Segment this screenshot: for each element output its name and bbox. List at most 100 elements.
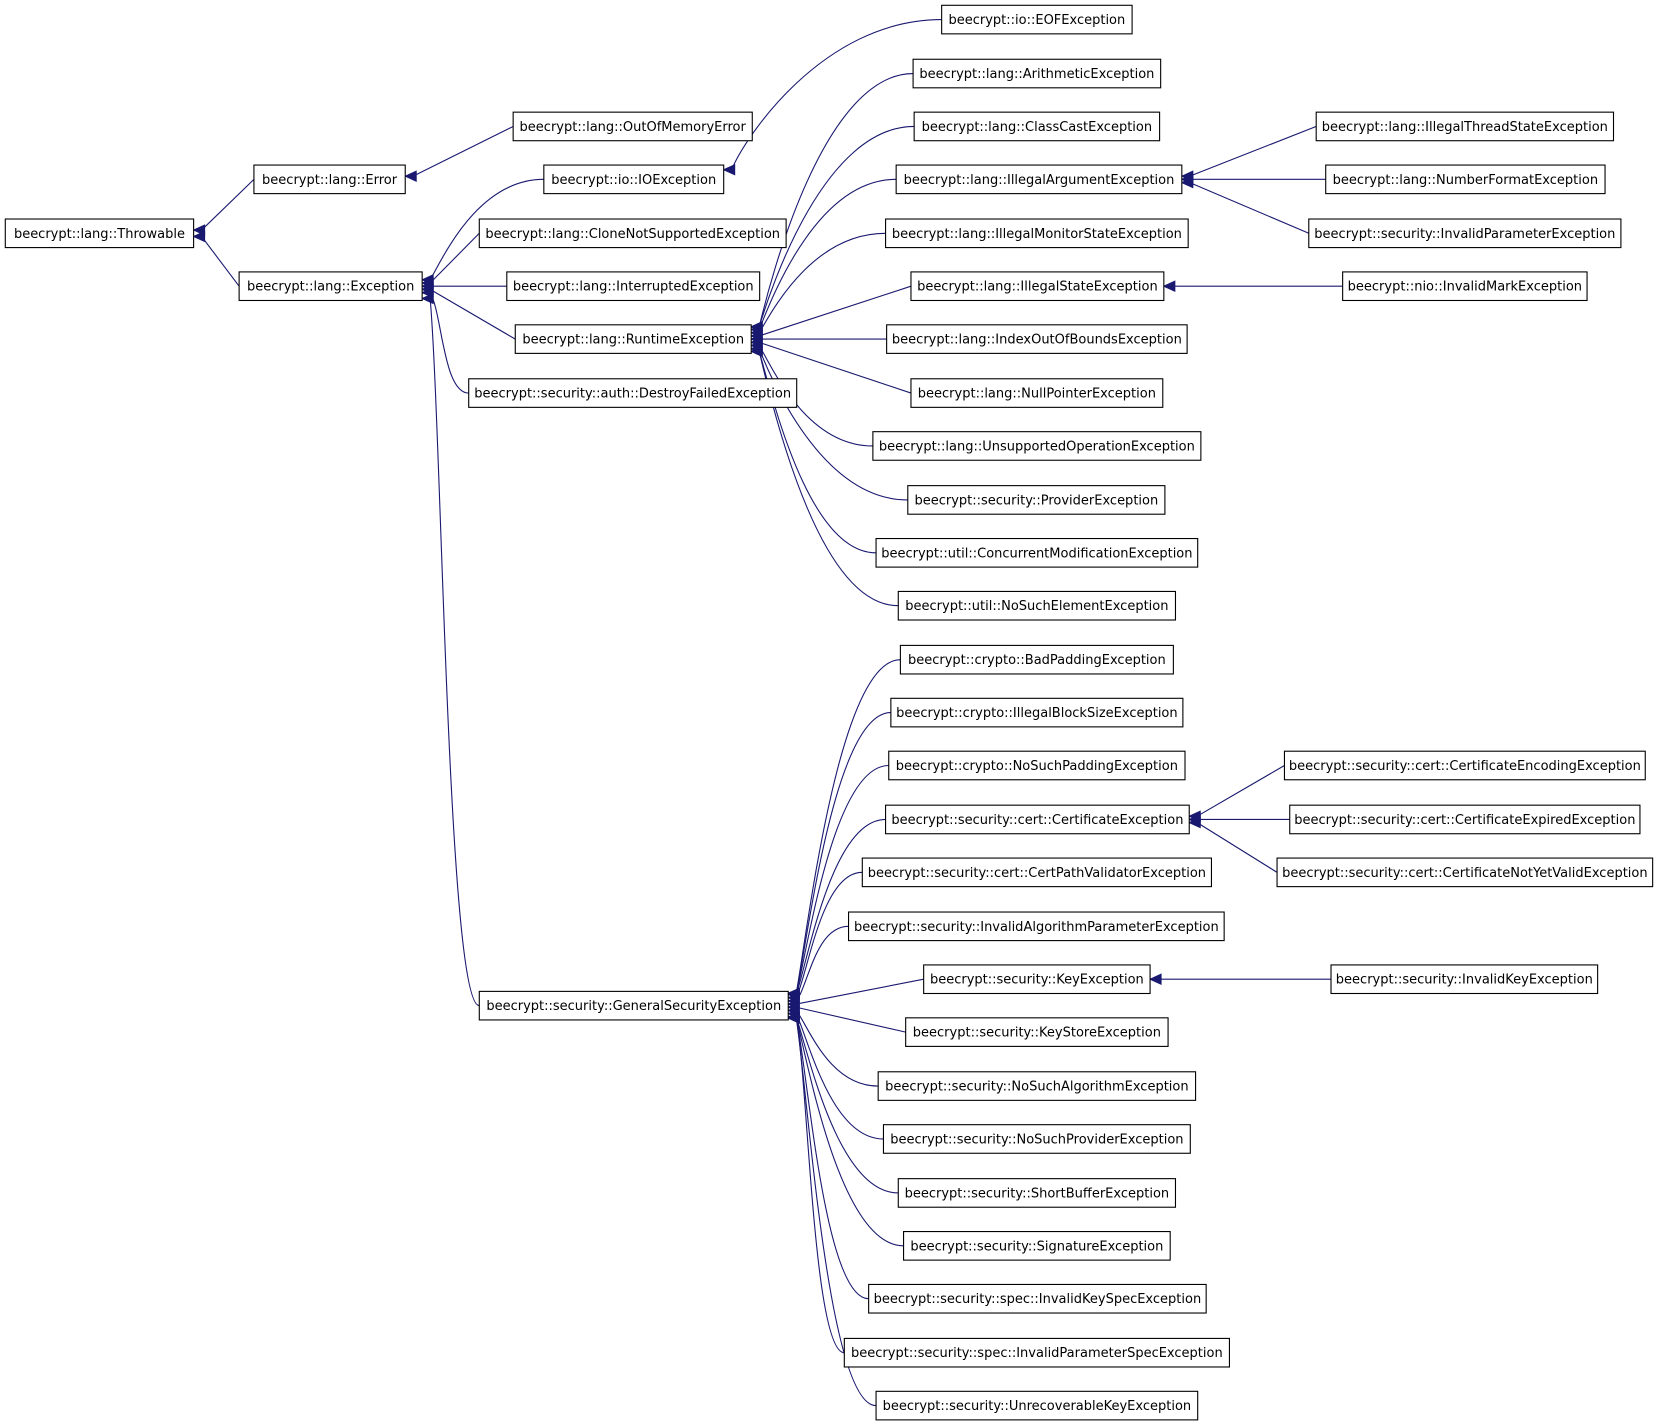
svg-text:beecrypt::security::InvalidPar: beecrypt::security::InvalidParameterExce… <box>1314 227 1615 242</box>
node-cert-path-validator-exception[interactable]: beecrypt::security::cert::CertPathValida… <box>861 857 1213 888</box>
node-provider-exception[interactable]: beecrypt::security::ProviderException <box>907 485 1166 515</box>
node-io-exception[interactable]: beecrypt::io::IOException <box>543 164 725 195</box>
svg-text:beecrypt::crypto::IllegalBlock: beecrypt::crypto::IllegalBlockSizeExcept… <box>896 706 1178 721</box>
node-no-such-provider-exception[interactable]: beecrypt::security::NoSuchProviderExcept… <box>882 1124 1191 1154</box>
node-certificate-expired-exception[interactable]: beecrypt::security::cert::CertificateExp… <box>1289 804 1641 835</box>
node-interrupted-exception[interactable]: beecrypt::lang::InterruptedException <box>506 271 761 302</box>
arrowhead-generalsecurity-to-exception <box>420 292 434 305</box>
node-key-exception[interactable]: beecrypt::security::KeyException <box>923 964 1151 995</box>
node-index-out-of-bounds-exception[interactable]: beecrypt::lang::IndexOutOfBoundsExceptio… <box>886 324 1188 354</box>
edge-illegalmonitorstate-to-runtime <box>758 232 886 334</box>
svg-text:beecrypt::lang::IllegalArgumen: beecrypt::lang::IllegalArgumentException <box>904 173 1175 188</box>
svg-text:beecrypt::lang::Exception: beecrypt::lang::Exception <box>247 280 414 295</box>
arrowhead-invalidmark-to-illegalstate <box>1162 280 1176 292</box>
svg-text:beecrypt::lang::CloneNotSuppor: beecrypt::lang::CloneNotSupportedExcepti… <box>485 227 780 242</box>
node-class-cast-exception[interactable]: beecrypt::lang::ClassCastException <box>913 111 1161 142</box>
svg-text:beecrypt::security::NoSuchAlgo: beecrypt::security::NoSuchAlgorithmExcep… <box>885 1080 1188 1095</box>
inheritance-arrowheads <box>192 163 1201 1024</box>
node-certificate-exception[interactable]: beecrypt::security::cert::CertificateExc… <box>885 804 1190 835</box>
svg-text:beecrypt::security::SignatureE: beecrypt::security::SignatureException <box>910 1239 1163 1254</box>
node-certificate-encoding-exception[interactable]: beecrypt::security::cert::CertificateEnc… <box>1283 750 1646 781</box>
node-invalid-key-spec-exception[interactable]: beecrypt::security::spec::InvalidKeySpec… <box>868 1283 1207 1314</box>
node-short-buffer-exception[interactable]: beecrypt::security::ShortBufferException <box>897 1178 1177 1208</box>
node-eof-exception[interactable]: beecrypt::io::EOFException <box>941 4 1133 35</box>
node-signature-exception[interactable]: beecrypt::security::SignatureException <box>903 1231 1171 1261</box>
edge-certnotyetvalid-to-certificate <box>1196 822 1278 873</box>
svg-text:beecrypt::security::spec::Inva: beecrypt::security::spec::InvalidParamet… <box>851 1346 1223 1361</box>
node-general-security-exception[interactable]: beecrypt::security::GeneralSecurityExcep… <box>478 990 789 1021</box>
node-arithmetic-exception[interactable]: beecrypt::lang::ArithmeticException <box>912 58 1162 89</box>
node-out-of-memory-error[interactable]: beecrypt::lang::OutOfMemoryError <box>512 111 753 142</box>
node-illegal-thread-state-exception[interactable]: beecrypt::lang::IllegalThreadStateExcept… <box>1315 111 1615 142</box>
arrowhead-certnotyetvalid-to-certificate <box>1188 816 1201 829</box>
inheritance-edges <box>201 19 1343 1407</box>
node-unrecoverable-key-exception[interactable]: beecrypt::security::UnrecoverableKeyExce… <box>875 1390 1199 1421</box>
node-invalid-parameter-spec-exception[interactable]: beecrypt::security::spec::InvalidParamet… <box>843 1337 1230 1368</box>
node-number-format-exception[interactable]: beecrypt::lang::NumberFormatException <box>1325 164 1606 195</box>
edge-certificate-to-generalsecurity <box>795 818 886 995</box>
node-runtime-exception[interactable]: beecrypt::lang::RuntimeException <box>514 324 752 354</box>
edge-outofmemory-to-error <box>412 125 514 177</box>
edge-badpadding-to-generalsecurity <box>795 659 901 994</box>
node-invalid-algorithm-parameter-exception[interactable]: beecrypt::security::InvalidAlgorithmPara… <box>847 911 1225 942</box>
svg-text:beecrypt::io::IOException: beecrypt::io::IOException <box>551 173 716 188</box>
edge-ioexception-to-exception <box>429 178 544 281</box>
edge-eofexception-to-ioexception <box>731 19 942 170</box>
edge-error-to-throwable <box>201 178 255 231</box>
svg-text:beecrypt::security::ShortBuffe: beecrypt::security::ShortBufferException <box>905 1186 1170 1201</box>
edge-generalsecurity-to-exception <box>429 298 480 1007</box>
node-key-store-exception[interactable]: beecrypt::security::KeyStoreException <box>905 1017 1169 1047</box>
edge-signature-to-generalsecurity <box>795 1017 904 1247</box>
node-invalid-parameter-exception[interactable]: beecrypt::security::InvalidParameterExce… <box>1308 218 1622 249</box>
svg-text:beecrypt::util::NoSuchElementE: beecrypt::util::NoSuchElementException <box>905 599 1168 614</box>
edge-nullpointer-to-runtime <box>759 341 912 394</box>
svg-text:beecrypt::security::auth::Dest: beecrypt::security::auth::DestroyFailedE… <box>474 387 791 402</box>
node-illegal-state-exception[interactable]: beecrypt::lang::IllegalStateException <box>910 271 1165 302</box>
node-bad-padding-exception[interactable]: beecrypt::crypto::BadPaddingException <box>899 644 1174 675</box>
node-no-such-element-exception[interactable]: beecrypt::util::NoSuchElementException <box>897 590 1177 621</box>
edge-provider-to-runtime <box>758 348 908 501</box>
node-exception[interactable]: beecrypt::lang::Exception <box>238 271 423 302</box>
node-no-such-algorithm-exception[interactable]: beecrypt::security::NoSuchAlgorithmExcep… <box>877 1071 1197 1101</box>
node-illegal-monitor-state-exception[interactable]: beecrypt::lang::IllegalMonitorStateExcep… <box>885 218 1189 249</box>
edge-invalidparamspec-to-generalsecurity <box>795 1017 845 1354</box>
arrowhead-invalidkey-to-key <box>1148 973 1162 985</box>
node-no-such-padding-exception[interactable]: beecrypt::crypto::NoSuchPaddingException <box>888 750 1186 781</box>
node-null-pointer-exception[interactable]: beecrypt::lang::NullPointerException <box>910 378 1164 408</box>
svg-text:beecrypt::lang::ClassCastExcep: beecrypt::lang::ClassCastException <box>922 120 1152 135</box>
svg-text:beecrypt::lang::Throwable: beecrypt::lang::Throwable <box>14 227 185 242</box>
node-throwable[interactable]: beecrypt::lang::Throwable <box>4 218 195 249</box>
node-certificate-not-yet-valid-exception[interactable]: beecrypt::security::cert::CertificateNot… <box>1276 857 1654 888</box>
svg-text:beecrypt::security::GeneralSec: beecrypt::security::GeneralSecurityExcep… <box>486 999 781 1014</box>
edge-illegalblocksize-to-generalsecurity <box>795 712 891 994</box>
svg-text:beecrypt::lang::IllegalMonitor: beecrypt::lang::IllegalMonitorStateExcep… <box>892 227 1182 242</box>
svg-text:beecrypt::security::cert::Cert: beecrypt::security::cert::CertificateEnc… <box>1289 759 1641 774</box>
svg-text:beecrypt::lang::IllegalStateEx: beecrypt::lang::IllegalStateException <box>917 280 1158 295</box>
svg-text:beecrypt::crypto::NoSuchPaddin: beecrypt::crypto::NoSuchPaddingException <box>896 759 1178 774</box>
edge-unrecoverablekey-to-generalsecurity <box>795 1017 877 1407</box>
edge-invalidalgparam-to-generalsecurity <box>795 925 849 1002</box>
svg-text:beecrypt::lang::NullPointerExc: beecrypt::lang::NullPointerException <box>918 387 1156 402</box>
edge-certencoding-to-certificate <box>1196 765 1285 817</box>
node-destroy-failed-exception[interactable]: beecrypt::security::auth::DestroyFailedE… <box>468 378 798 408</box>
svg-text:beecrypt::lang::IllegalThreadS: beecrypt::lang::IllegalThreadStateExcept… <box>1322 120 1608 135</box>
node-error[interactable]: beecrypt::lang::Error <box>253 164 406 195</box>
edge-nosuchalgorithm-to-generalsecurity <box>795 1010 879 1087</box>
node-illegal-block-size-exception[interactable]: beecrypt::crypto::IllegalBlockSizeExcept… <box>890 697 1184 728</box>
node-clone-not-supported-exception[interactable]: beecrypt::lang::CloneNotSupportedExcepti… <box>478 218 787 249</box>
edge-concurrentmodification-to-runtime <box>758 351 877 554</box>
svg-text:beecrypt::security::spec::Inva: beecrypt::security::spec::InvalidKeySpec… <box>874 1292 1202 1307</box>
edge-invalidparameter-to-illegalargument <box>1189 182 1310 234</box>
node-concurrent-modification-exception[interactable]: beecrypt::util::ConcurrentModificationEx… <box>875 537 1199 568</box>
edge-clonenotsupported-to-exception <box>429 232 480 284</box>
node-unsupported-operation-exception[interactable]: beecrypt::lang::UnsupportedOperationExce… <box>872 431 1202 461</box>
svg-text:beecrypt::security::cert::Cert: beecrypt::security::cert::CertificateExc… <box>891 813 1183 828</box>
node-illegal-argument-exception[interactable]: beecrypt::lang::IllegalArgumentException <box>895 164 1183 195</box>
arrowhead-nosuchelement-to-runtime <box>749 345 763 358</box>
edge-classcast-to-runtime <box>758 125 915 327</box>
edge-runtime-to-exception <box>429 288 516 340</box>
node-invalid-mark-exception[interactable]: beecrypt::nio::InvalidMarkException <box>1342 271 1588 302</box>
edge-certpathvalidator-to-generalsecurity <box>795 871 863 998</box>
node-invalid-key-exception[interactable]: beecrypt::security::InvalidKeyException <box>1330 964 1599 995</box>
